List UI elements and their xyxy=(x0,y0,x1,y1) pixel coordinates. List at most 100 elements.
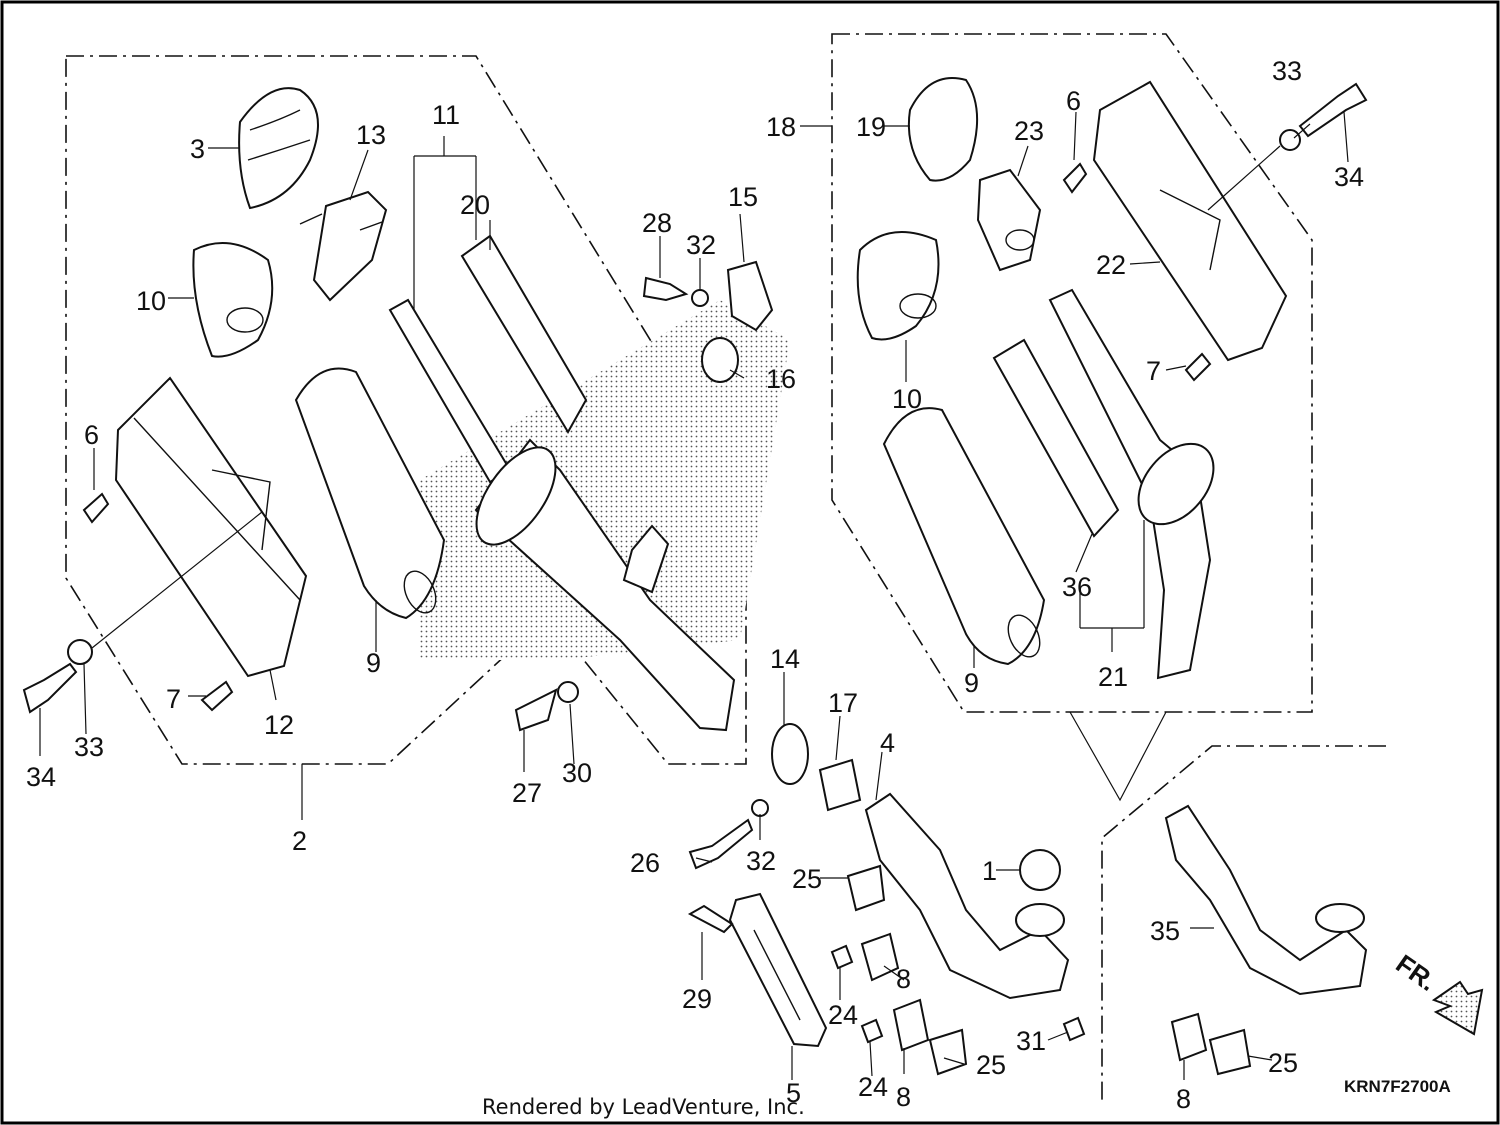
exhaust-pipe-part-35 xyxy=(1164,804,1368,996)
bracket-part-15 xyxy=(726,260,774,332)
muffler-cover-part-12 xyxy=(114,376,308,678)
washer-part-32-lower xyxy=(751,799,769,817)
exhaust-pipe-part-4 xyxy=(864,792,1070,1000)
callout-part-12: 12 xyxy=(264,710,294,740)
bracket-part-13 xyxy=(299,190,388,302)
credit-line: Rendered by LeadVenture, Inc. xyxy=(482,1095,805,1119)
pipe-insert-part-36 xyxy=(992,338,1120,538)
callout-part-11: 11 xyxy=(432,100,460,130)
silencer-part-9 xyxy=(294,367,446,620)
inner-tube-part-11 xyxy=(388,298,512,484)
callout-part-8-inset: 8 xyxy=(1176,1084,1191,1114)
callout-part-20: 20 xyxy=(460,190,490,220)
end-cap-part-19 xyxy=(907,77,979,182)
callout-part-21: 21 xyxy=(1098,662,1128,692)
clamp-part-25-lower xyxy=(928,1028,968,1076)
callout-part-36: 36 xyxy=(1062,572,1092,602)
clamp-part-25-inset xyxy=(1208,1028,1252,1076)
callout-part-8-upper: 8 xyxy=(896,964,911,994)
bolt-part-27 xyxy=(514,688,558,732)
callout-part-9-left: 9 xyxy=(366,648,381,678)
cap-part-10 xyxy=(192,241,274,358)
bracket-part-8-inset xyxy=(1170,1012,1208,1062)
muffler-cover-part-22 xyxy=(1092,80,1288,362)
silencer-part-9-right xyxy=(882,407,1046,666)
bolt-part-29 xyxy=(687,904,734,934)
cap-part-10-right xyxy=(856,231,940,341)
rivet-part-6-left xyxy=(82,492,110,524)
callout-part-3: 3 xyxy=(190,134,205,164)
heat-shield-part-5 xyxy=(728,892,828,1048)
callout-part-27: 27 xyxy=(512,778,542,808)
stinger-pipe-part-21 xyxy=(1048,288,1215,680)
callout-part-13: 13 xyxy=(356,120,386,150)
muffler-assembly-outline xyxy=(65,55,747,765)
callout-part-6-left: 6 xyxy=(84,420,99,450)
collar-part-30 xyxy=(557,681,579,703)
callout-part-25-inset: 25 xyxy=(1268,1048,1298,1078)
leader-21-bracket xyxy=(1079,520,1145,652)
callout-part-26: 26 xyxy=(630,848,660,878)
gasket-part-1 xyxy=(1019,849,1061,891)
callout-part-16: 16 xyxy=(766,364,796,394)
leader-11-bracket xyxy=(413,136,477,318)
callout-part-15: 15 xyxy=(728,182,758,212)
callout-part-22: 22 xyxy=(1096,250,1126,280)
callout-part-33-left: 33 xyxy=(74,732,104,762)
callout-part-30: 30 xyxy=(562,758,592,788)
nut-part-31 xyxy=(1062,1016,1086,1042)
callout-part-24-lower: 24 xyxy=(858,1072,888,1102)
callout-part-10-right: 10 xyxy=(892,384,922,414)
front-direction-label: FR. xyxy=(1391,948,1443,997)
callout-part-34-right: 34 xyxy=(1334,162,1364,192)
end-cap-part-3 xyxy=(238,87,319,210)
rivet-part-7-left xyxy=(200,680,234,712)
washer-part-33-left xyxy=(67,639,93,665)
end-plate-part-23 xyxy=(976,168,1042,272)
callout-part-19: 19 xyxy=(856,112,886,142)
callout-part-17: 17 xyxy=(828,688,858,718)
bolt-part-34-right xyxy=(1298,82,1368,138)
callout-part-31: 31 xyxy=(1016,1026,1046,1056)
callout-part-32-lower: 32 xyxy=(746,846,776,876)
callout-part-4: 4 xyxy=(880,728,895,758)
leader-dashed-exhaust xyxy=(1069,711,1167,802)
bolt-part-28 xyxy=(642,276,689,302)
stinger-pipe xyxy=(474,438,736,732)
callout-part-33-right: 33 xyxy=(1272,56,1302,86)
sleeve-part-17 xyxy=(818,758,862,812)
pipe-insert-part-20 xyxy=(460,234,588,434)
rivet-part-7-right xyxy=(1184,352,1212,382)
callout-part-7-right: 7 xyxy=(1146,356,1161,386)
rivet-part-6-right xyxy=(1062,162,1088,194)
leader-33-left xyxy=(91,511,263,649)
leader-33-right xyxy=(1207,145,1281,211)
exhaust-pipe-assembly-outline xyxy=(1101,745,1386,1100)
bolt-part-34-left xyxy=(22,662,78,714)
callout-part-10-left: 10 xyxy=(136,286,166,316)
callout-part-2: 2 xyxy=(292,826,307,856)
clamp-part-25-upper xyxy=(846,864,886,912)
bracket-part-8-upper xyxy=(860,932,900,982)
callout-part-34-left: 34 xyxy=(26,762,56,792)
washer-part-33-right xyxy=(1279,129,1301,151)
washer-part-32-upper xyxy=(691,289,709,307)
callout-part-23: 23 xyxy=(1014,116,1044,146)
callout-part-9-right: 9 xyxy=(964,668,979,698)
callout-part-6-right: 6 xyxy=(1066,86,1081,116)
callout-part-29: 29 xyxy=(682,984,712,1014)
clamp-part-14 xyxy=(771,723,809,785)
nut-part-24-upper xyxy=(830,944,854,970)
muffler-alt-assembly-outline xyxy=(831,33,1313,713)
callout-part-25-lower: 25 xyxy=(976,1050,1006,1080)
bolt-part-26 xyxy=(688,818,754,870)
callout-part-14: 14 xyxy=(770,644,800,674)
diagram-code: KRN7F2700A xyxy=(1344,1077,1451,1096)
callout-part-32-upper: 32 xyxy=(686,230,716,260)
nut-part-24-lower xyxy=(860,1018,884,1044)
callout-part-1: 1 xyxy=(982,856,997,886)
callout-part-24-upper: 24 xyxy=(828,1000,858,1030)
callout-part-18: 18 xyxy=(766,112,796,142)
